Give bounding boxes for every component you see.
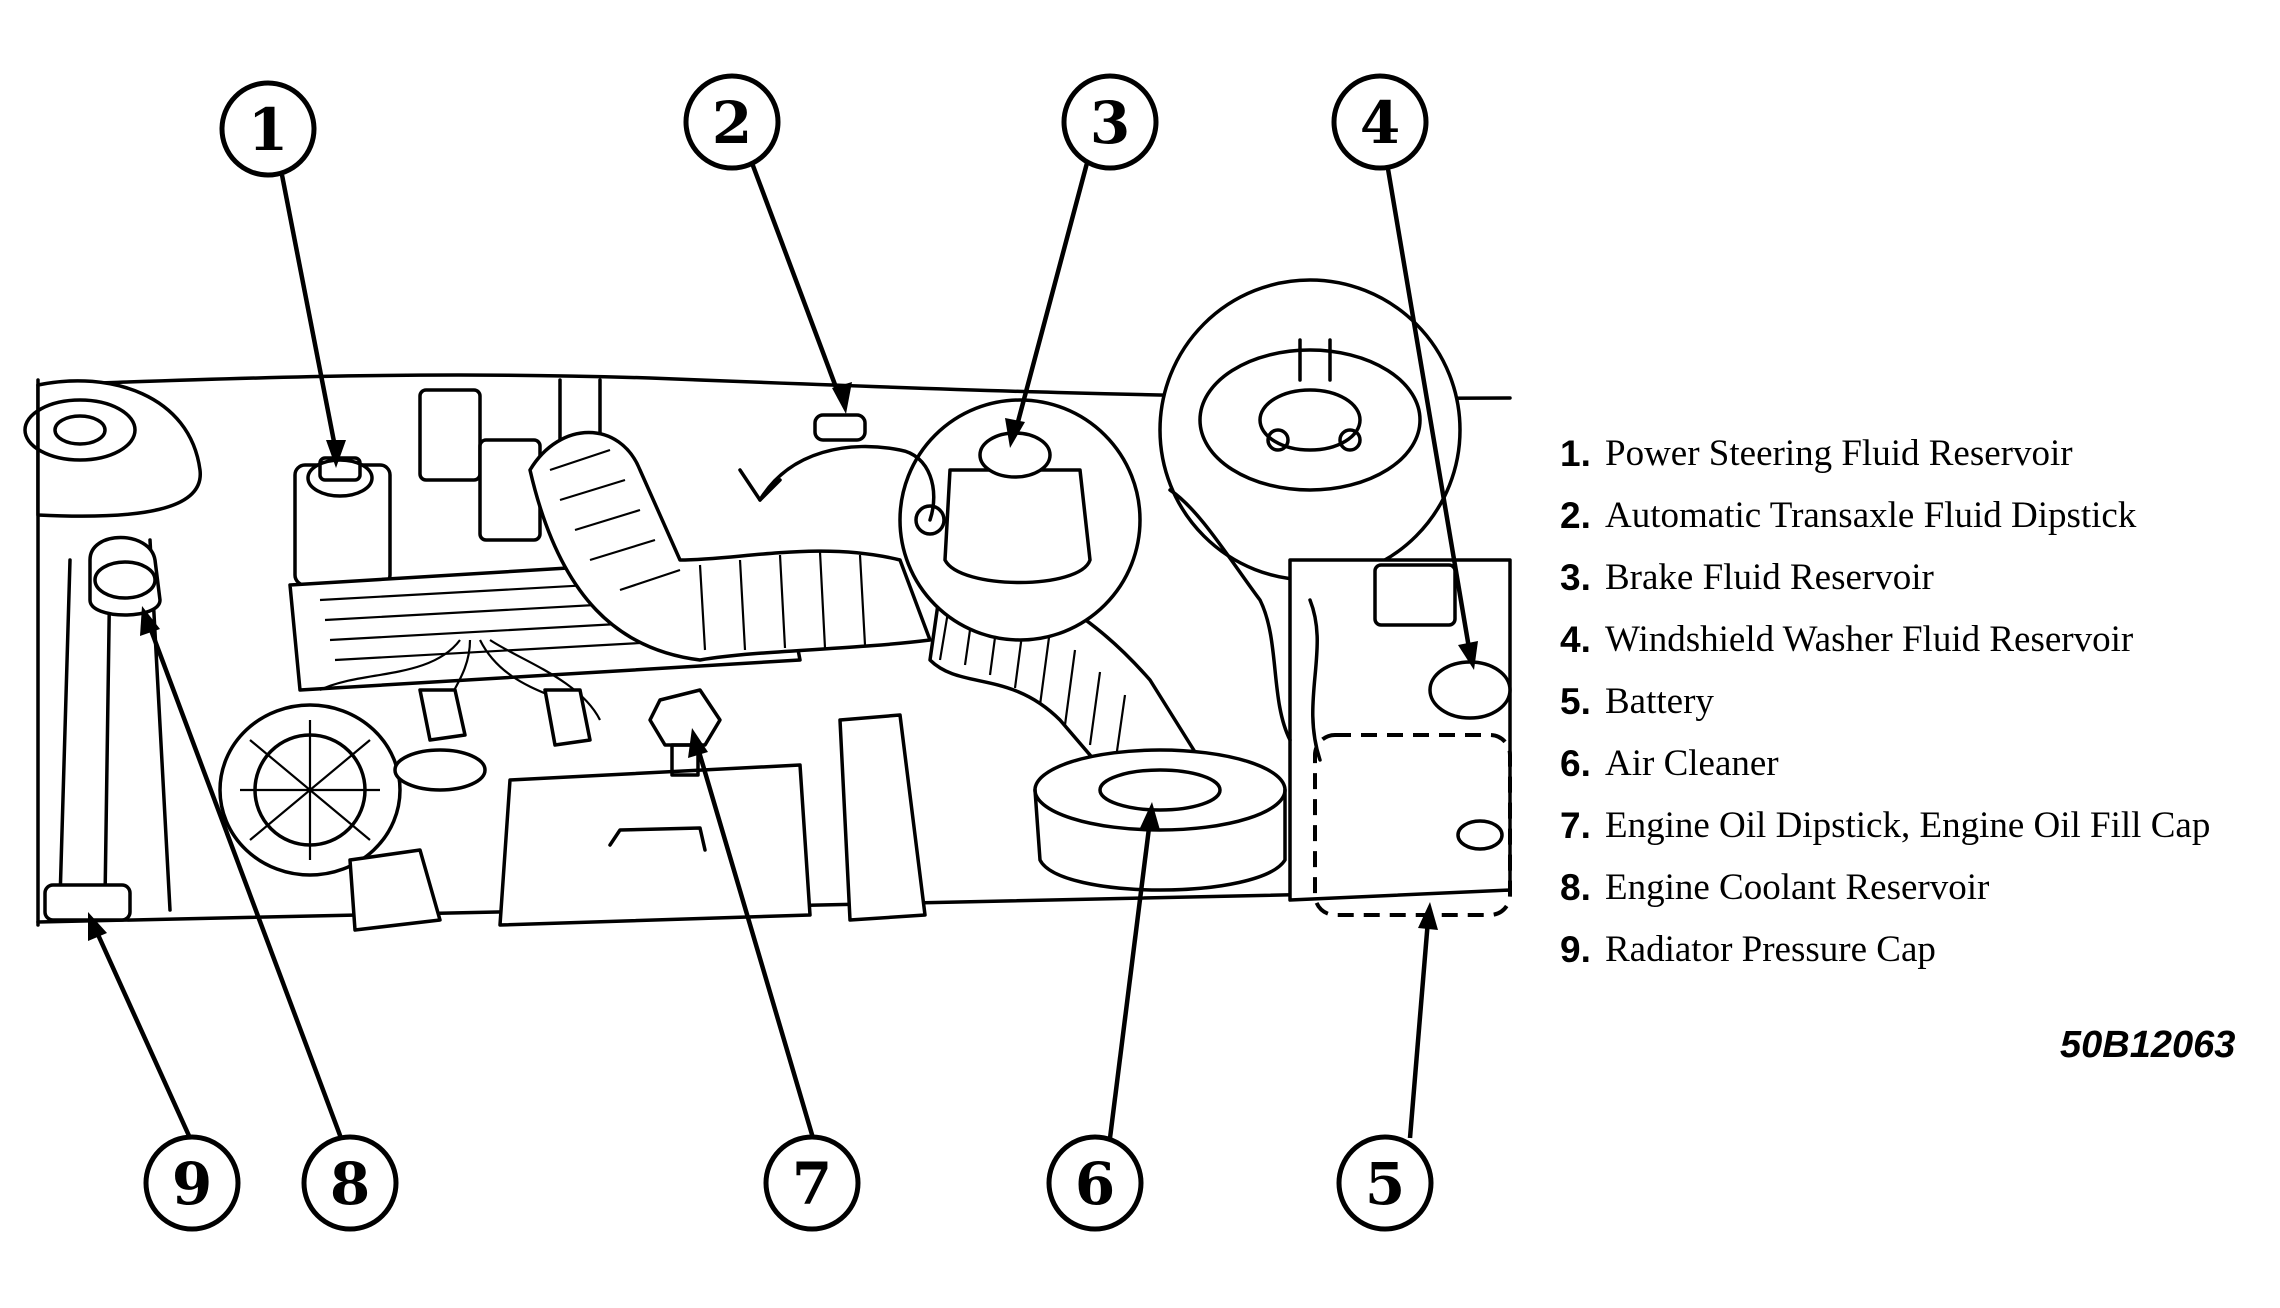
engine-illustration — [23, 278, 1512, 932]
legend-label: Battery — [1605, 681, 1714, 722]
legend-label: Engine Coolant Reservoir — [1605, 867, 1990, 908]
leader-lines — [88, 162, 1478, 1139]
legend-item: 8. Engine Coolant Reservoir — [1560, 864, 2260, 912]
legend-label: Automatic Transaxle Fluid Dipstick — [1605, 495, 2137, 536]
legend-label: Air Cleaner — [1605, 743, 1779, 784]
brake-master-cylinder — [898, 398, 1142, 642]
callout-7-label: 7 — [792, 1150, 832, 1218]
transaxle-dipstick-tube — [738, 413, 936, 522]
legend-number: 2. — [1560, 495, 1591, 536]
legend-label: Power Steering Fluid Reservoir — [1605, 433, 2073, 474]
battery-terminal — [1456, 819, 1504, 851]
callout-7: 7 — [763, 1134, 861, 1232]
callout-4-label: 4 — [1360, 89, 1400, 157]
alternator — [218, 703, 487, 877]
callout-6-label: 6 — [1075, 1150, 1115, 1218]
legend-item: 3. Brake Fluid Reservoir — [1560, 554, 2260, 602]
legend-label: Radiator Pressure Cap — [1605, 929, 1936, 970]
legend-item: 1. Power Steering Fluid Reservoir — [1560, 430, 2260, 478]
callout-8-label: 8 — [330, 1150, 370, 1218]
callout-3: 3 — [1061, 73, 1159, 171]
legend-number: 5. — [1560, 681, 1591, 722]
spark-plug-wires — [319, 639, 601, 747]
legend-label: Brake Fluid Reservoir — [1605, 557, 1934, 598]
callout-8: 8 — [301, 1134, 399, 1232]
component-legend: 1. Power Steering Fluid Reservoir 2. Autom… — [1560, 430, 2260, 988]
callout-5-label: 5 — [1365, 1150, 1405, 1218]
legend-label: Windshield Washer Fluid Reservoir — [1605, 619, 2134, 660]
legend-number: 9. — [1560, 929, 1591, 970]
callout-3-label: 3 — [1090, 89, 1130, 157]
callout-9-label: 9 — [172, 1150, 212, 1218]
callout-9: 9 — [143, 1134, 241, 1232]
callout-5: 5 — [1336, 1134, 1434, 1232]
legend-item: 6. Air Cleaner — [1560, 740, 2260, 788]
power-steering-reservoir — [293, 456, 392, 587]
callout-1-label: 1 — [248, 96, 288, 164]
legend-number: 3. — [1560, 557, 1591, 598]
legend-item: 7. Engine Oil Dipstick, Engine Oil Fill C… — [1560, 802, 2260, 850]
legend-number: 8. — [1560, 867, 1591, 908]
figure-code: 50B12063 — [2060, 1024, 2236, 1066]
left-strut-tower — [23, 379, 202, 518]
legend-item: 2. Automatic Transaxle Fluid Dipstick — [1560, 492, 2260, 540]
legend-number: 7. — [1560, 805, 1591, 846]
legend-number: 6. — [1560, 743, 1591, 784]
battery-outline — [1313, 733, 1512, 917]
callout-4: 4 — [1331, 73, 1429, 171]
legend-number: 1. — [1560, 433, 1591, 474]
radiator-area — [43, 535, 172, 922]
engine-front-cover — [348, 713, 927, 932]
oil-fill-cap — [648, 688, 722, 777]
legend-item: 5. Battery — [1560, 678, 2260, 726]
callout-2: 2 — [683, 73, 781, 171]
callout-2-label: 2 — [712, 89, 752, 157]
callout-1: 1 — [219, 80, 317, 178]
legend-number: 4. — [1560, 619, 1591, 660]
legend-label: Engine Oil Dipstick, Engine Oil Fill Cap — [1605, 805, 2211, 846]
legend-item: 9. Radiator Pressure Cap — [1560, 926, 2260, 974]
callout-6: 6 — [1046, 1134, 1144, 1232]
legend-item: 4. Windshield Washer Fluid Reservoir — [1560, 616, 2260, 664]
air-intake-duct — [528, 430, 932, 662]
